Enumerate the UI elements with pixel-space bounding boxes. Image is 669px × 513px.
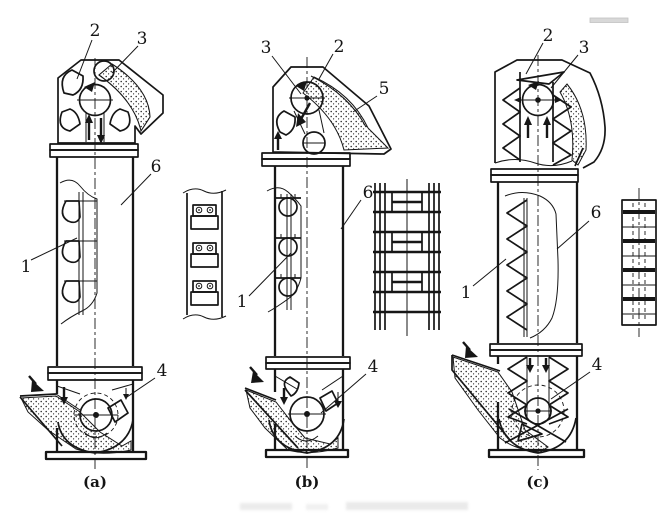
up-arrow-icon [543, 116, 551, 125]
bucket [109, 108, 131, 132]
chain-detail [373, 179, 441, 336]
bucket [319, 390, 339, 412]
part-label-5: 5 [379, 79, 390, 99]
scale-buckets-right [552, 94, 572, 166]
chain-side-plates [374, 183, 440, 330]
feed-arrow-icon [465, 346, 478, 358]
caption-b: (b) [295, 473, 320, 491]
buckets-on-chain-b [275, 194, 301, 297]
top-flange-c [490, 168, 579, 176]
belt-bracket [190, 280, 219, 306]
elevator-c-labels: 2 3 6 1 4 (c) [461, 26, 603, 491]
feed-material-c [452, 356, 549, 453]
elevator-b-labels: 3 2 5 6 1 4 (b) [237, 37, 390, 491]
part-label-6: 6 [591, 203, 602, 223]
part-label-2: 2 [543, 26, 554, 46]
part-label-6: 6 [151, 157, 162, 177]
discharge-material-a [98, 63, 151, 133]
cutaway-outline [59, 179, 98, 325]
scale-buckets-left [502, 87, 521, 161]
caption-a: (a) [83, 473, 107, 491]
up-arrow-icon [85, 114, 93, 123]
base-b [264, 448, 350, 459]
elevator-a-head [49, 59, 164, 158]
base-c [487, 448, 586, 459]
up-arrow-icon [524, 116, 532, 125]
elevator-a-labels: 2 3 6 1 4 (a) [21, 21, 168, 491]
scale-buckets-boot-right [548, 356, 569, 425]
elevator-a-column [47, 157, 143, 381]
part-label-1: 1 [237, 292, 248, 312]
top-flange-a [49, 143, 139, 151]
belt-bracket [190, 242, 219, 268]
rotation-arrow-a [84, 82, 95, 92]
part-label-3: 3 [261, 38, 272, 58]
elevator-a: 2 3 6 1 4 (a) [19, 21, 168, 491]
down-arrow-icon [280, 397, 288, 405]
chain-link-box [391, 271, 423, 293]
bucket [59, 108, 81, 132]
elevator-b-column [265, 166, 351, 370]
part-label-2: 2 [90, 21, 101, 41]
part-label-3: 3 [579, 38, 590, 58]
part-label-3: 3 [137, 29, 148, 49]
part-label-4: 4 [592, 355, 603, 375]
elevator-b: 3 2 5 6 1 4 (b) [237, 37, 392, 491]
bucket [61, 69, 84, 96]
bucket [275, 110, 296, 136]
cutoff-caption-remnant [240, 502, 468, 510]
discharge-material-c [559, 83, 587, 166]
down-arrow-icon [123, 394, 129, 400]
part-label-1: 1 [21, 257, 32, 277]
chain-link-box [391, 231, 423, 253]
elevator-c: 2 3 6 1 4 (c) [451, 26, 606, 491]
down-arrow-icon [542, 365, 550, 373]
deflector-plate-c [516, 71, 565, 85]
base-a [44, 450, 148, 461]
buckets-on-belt-a [61, 200, 97, 304]
discharge-material-b [302, 76, 390, 151]
chain-strip-detail [621, 188, 657, 337]
up-arrow-icon [274, 131, 282, 139]
scale-buckets-column [506, 199, 528, 331]
bucket [283, 376, 300, 397]
feed-arrow-icon [31, 380, 44, 392]
down-arrow-icon [97, 135, 105, 144]
bottom-flange-c [489, 343, 583, 351]
elevator-c-boot [451, 341, 586, 459]
bucket [107, 399, 129, 423]
diagonal-arrow-icon [296, 113, 306, 127]
feed-arrow-icon [251, 371, 264, 383]
rotation-arrow-c [528, 81, 539, 90]
cutaway-outline [266, 187, 302, 313]
bottom-flange-b [265, 356, 351, 364]
part-label-4: 4 [368, 357, 379, 377]
part-label-6: 6 [363, 183, 374, 203]
chain-link-box [391, 191, 423, 213]
elevator-a-boot [19, 375, 148, 461]
elevator-b-boot [244, 366, 350, 459]
elevator-b-head [261, 66, 392, 167]
belt-bracket [190, 204, 219, 230]
rotation-arrow-b [296, 81, 307, 91]
down-arrow-icon [334, 401, 342, 408]
part-label-2: 2 [334, 37, 345, 57]
belt-detail [182, 188, 227, 320]
down-arrow-icon [526, 365, 534, 373]
part-label-1: 1 [461, 283, 472, 303]
elevator-c-column [489, 182, 583, 357]
elevator-c-head [490, 59, 606, 183]
stray-gray-bar [589, 17, 629, 23]
part-label-4: 4 [157, 361, 168, 381]
cutaway-outline [504, 192, 559, 339]
caption-c: (c) [526, 473, 549, 491]
